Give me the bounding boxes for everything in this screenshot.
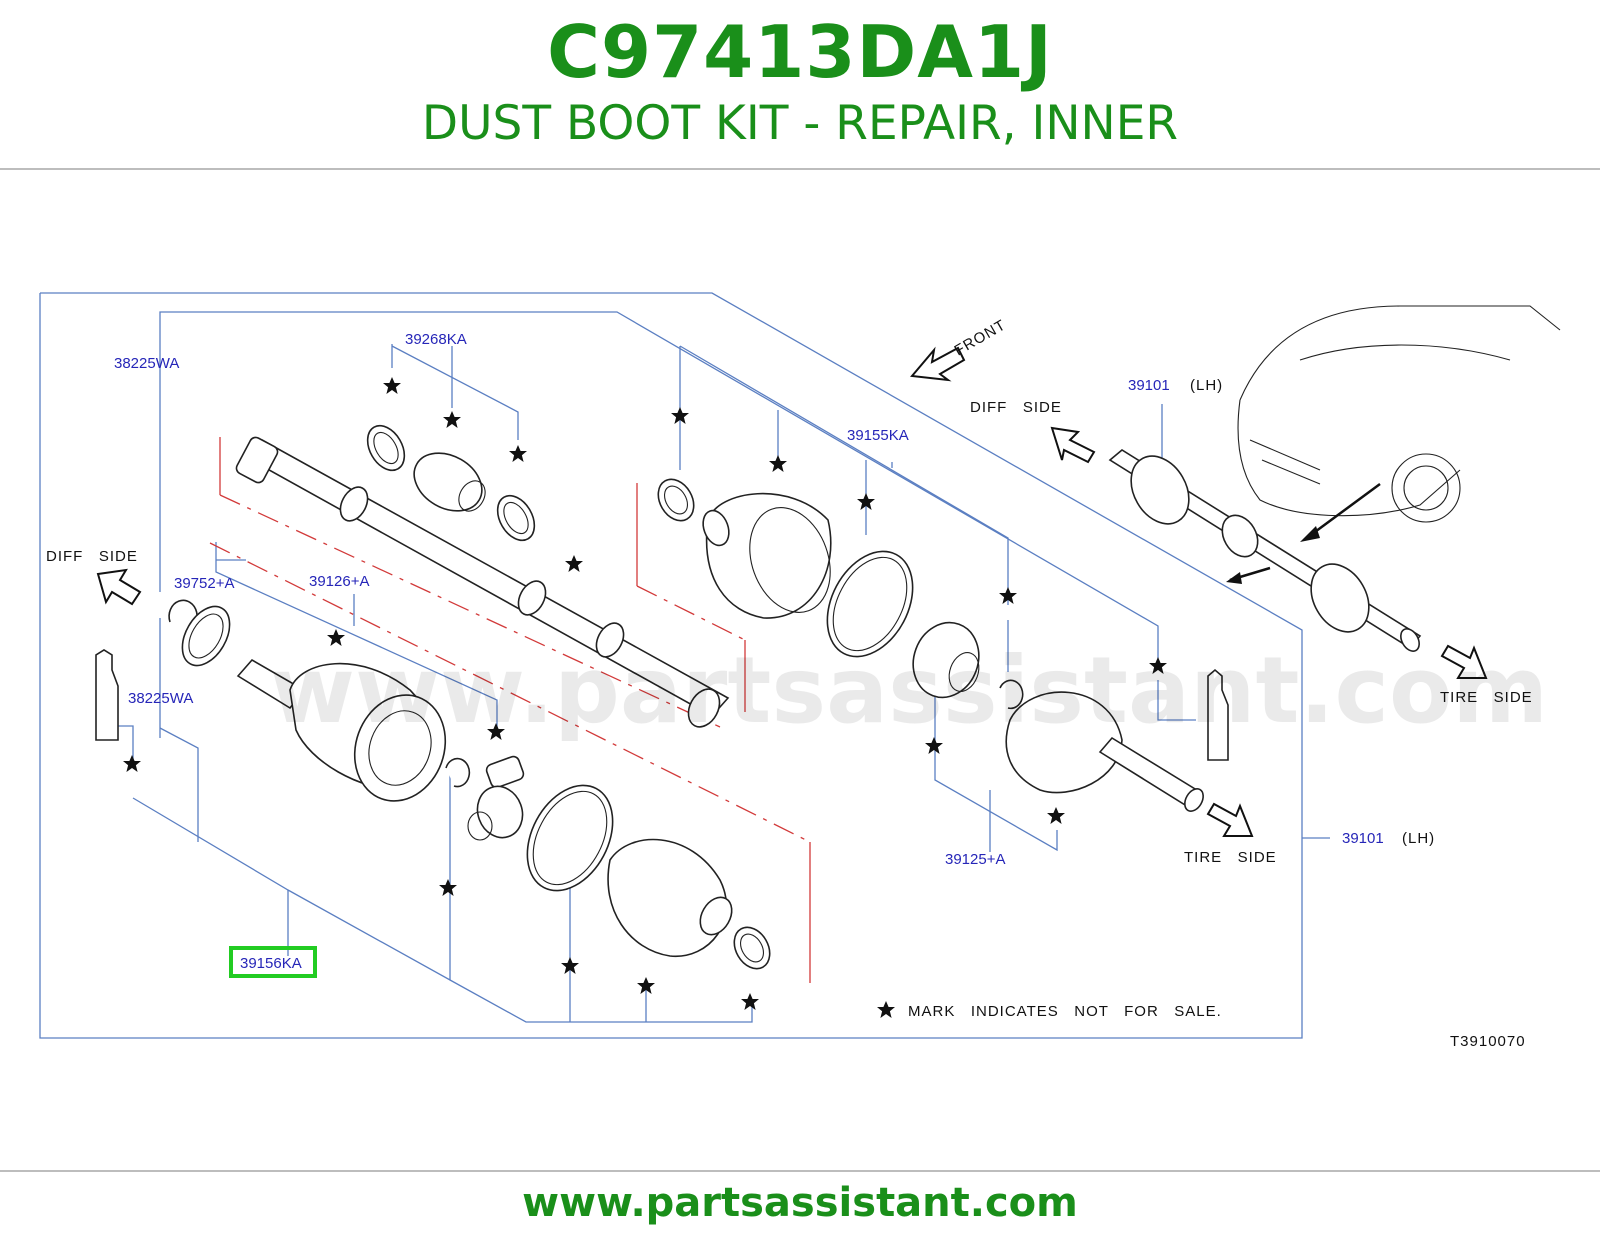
leader-38225wa-c — [159, 727, 199, 842]
boot-band-small-outer — [657, 478, 695, 522]
dust-seal — [181, 605, 231, 667]
drive-shaft — [235, 436, 730, 728]
highlight-box — [229, 946, 317, 978]
callout-39101-top-suffix: (LH) — [1190, 377, 1223, 394]
label-diff-side-left: DIFF SIDE — [46, 548, 138, 565]
label-diff-side-top: DIFF SIDE — [970, 399, 1062, 416]
leader-39155-b — [679, 345, 1009, 605]
label-tire-side-middle: TIRE SIDE — [1184, 849, 1277, 866]
callout-38225wa-bottom[interactable]: 38225WA — [128, 690, 193, 707]
arrow-vehicle-icon — [1226, 482, 1381, 584]
spider-assembly — [467, 755, 525, 841]
outer-cv-joint — [1005, 691, 1204, 812]
parts-diagram: www.partsassistant.com 38225WA 39268KA 3… — [39, 292, 1561, 1050]
leader-39125 — [934, 680, 1058, 852]
arrow-front-icon — [910, 346, 966, 382]
callout-39156ka[interactable]: 39156KA — [240, 955, 302, 972]
assembled-drive-shaft — [1108, 449, 1422, 652]
leader-39752 — [215, 542, 498, 728]
diagram-frame — [39, 292, 1303, 1039]
label-front: FRONT — [952, 316, 1010, 359]
leader-bottom-group — [449, 979, 753, 1023]
leader-bottle-left — [118, 725, 134, 762]
legend-not-for-sale: MARK INDICATES NOT FOR SALE. — [908, 1003, 1222, 1020]
callout-39125a[interactable]: 39125+A — [945, 851, 1005, 868]
callout-39101-top[interactable]: 39101 — [1128, 377, 1170, 394]
outer-joint-cage — [912, 621, 980, 699]
part-number-title: C97413DA1J — [547, 10, 1053, 94]
page-header: C97413DA1J DUST BOOT KIT - REPAIR, INNER — [0, 0, 1600, 168]
boot-band-large-outer — [826, 550, 914, 658]
callout-39126a[interactable]: 39126+A — [309, 573, 369, 590]
leader-39156ka — [132, 775, 451, 982]
arrow-tire-side-right-icon — [1440, 644, 1488, 679]
watermark-text: www.partsassistant.com — [270, 637, 1548, 744]
footer-divider — [0, 1170, 1600, 1172]
boot-band-large-inner — [526, 784, 614, 892]
inner-joint-housing — [236, 658, 447, 802]
leader-bottle-right — [1157, 680, 1196, 721]
boot-band-small-top — [366, 424, 406, 472]
callout-39268ka[interactable]: 39268KA — [405, 331, 467, 348]
vehicle-outline — [1237, 305, 1561, 523]
leader-38225wa-top — [159, 311, 1159, 668]
outer-dust-boot — [702, 492, 832, 619]
header-divider — [0, 168, 1600, 170]
grease-bottle-right — [1207, 668, 1229, 761]
snap-ring-outer — [999, 679, 1024, 710]
arrow-tire-side-middle-icon — [1206, 802, 1254, 837]
inner-dust-boot — [607, 838, 733, 957]
part-description: DUST BOOT KIT - REPAIR, INNER — [421, 96, 1179, 151]
callout-39101-right[interactable]: 39101 — [1342, 830, 1384, 847]
callout-39155ka[interactable]: 39155KA — [847, 427, 909, 444]
leader-39268ka-b — [391, 345, 519, 440]
boot-band-small-right — [496, 494, 536, 542]
arrow-diff-side-left-icon — [96, 568, 142, 606]
snap-ring-inner — [445, 757, 471, 788]
grease-bottle-left — [95, 649, 119, 741]
footer-website-link[interactable]: www.partsassistant.com — [522, 1180, 1078, 1226]
callout-38225wa-top[interactable]: 38225WA — [114, 355, 179, 372]
callout-39101-right-suffix: (LH) — [1402, 830, 1435, 847]
arrow-diff-side-top-icon — [1050, 426, 1096, 464]
inner-boot-small — [413, 452, 486, 512]
callout-39752a[interactable]: 39752+A — [174, 575, 234, 592]
diagram-code: T3910070 — [1450, 1033, 1526, 1050]
label-tire-side-right: TIRE SIDE — [1440, 689, 1533, 706]
boot-band-small-inner — [733, 926, 771, 970]
